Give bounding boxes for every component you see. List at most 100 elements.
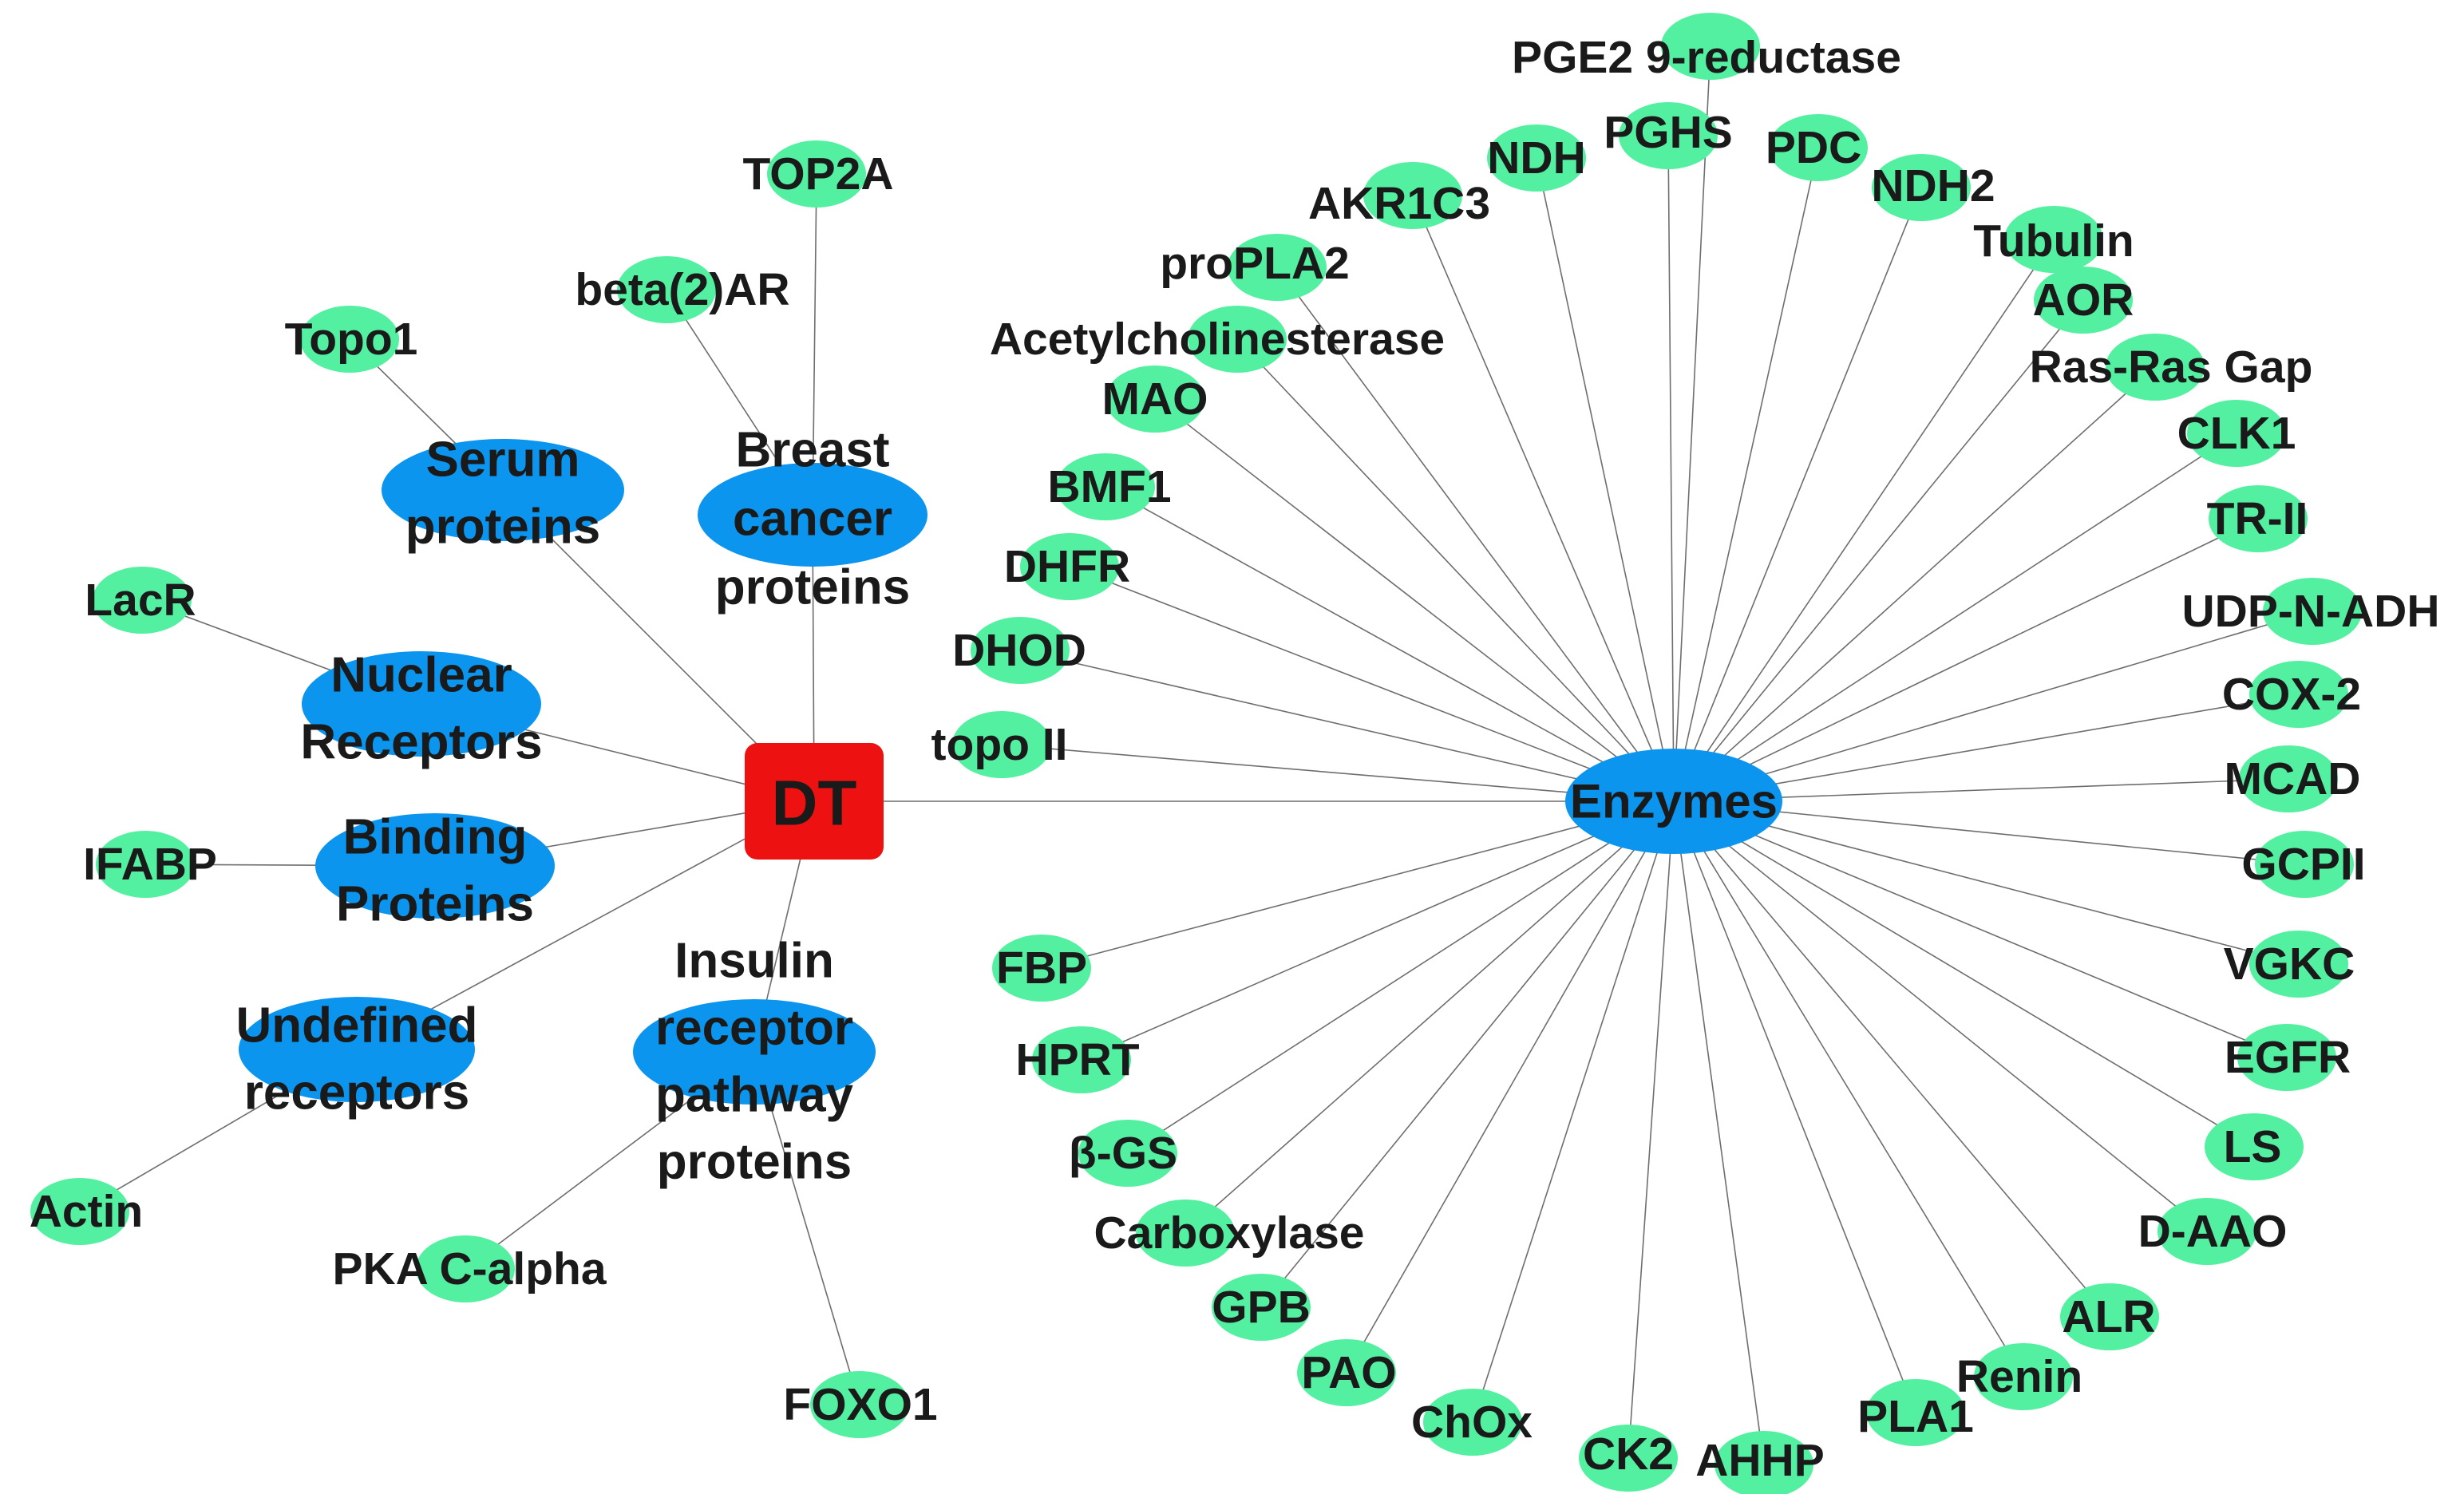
node-egfr[interactable]: EGFR xyxy=(2225,1024,2351,1091)
node-alr[interactable]: ALR xyxy=(2060,1283,2159,1350)
node-rasgap[interactable]: Ras-Ras Gap xyxy=(2030,334,2313,401)
node-mcad[interactable]: MCAD xyxy=(2225,745,2361,812)
node-pka[interactable]: PKA C-alpha xyxy=(332,1235,607,1302)
node-trii-ellipse xyxy=(2209,485,2308,552)
node-pdc-label: PDC xyxy=(1766,122,1861,173)
edge-enzymes-bgs xyxy=(1127,800,1675,1154)
node-topo1-label: Topo1 xyxy=(285,314,418,365)
node-propla2-ellipse xyxy=(1228,234,1327,301)
node-ifabp[interactable]: IFABP xyxy=(83,831,217,898)
node-akr1c3[interactable]: AKR1C3 xyxy=(1308,162,1490,229)
node-pla1[interactable]: PLA1 xyxy=(1857,1379,1974,1446)
node-renin-ellipse xyxy=(1974,1343,2073,1410)
node-pao-label: PAO xyxy=(1301,1347,1396,1398)
node-actin[interactable]: Actin xyxy=(30,1178,144,1245)
edge-enzymes-dhfr xyxy=(1069,566,1675,802)
edge-enzymes-dhod xyxy=(1019,650,1675,802)
edge-enzymes-fbp xyxy=(1041,800,1675,969)
node-topoii[interactable]: topo II xyxy=(931,711,1068,778)
category-nuclear-ellipse xyxy=(302,651,541,757)
node-udp-ellipse xyxy=(2263,578,2362,645)
node-pghs-label: PGHS xyxy=(1604,107,1733,158)
node-ndh[interactable]: NDH xyxy=(1487,125,1586,192)
node-alr-label: ALR xyxy=(2062,1291,2155,1342)
node-hprt[interactable]: HPRT xyxy=(1015,1026,1140,1093)
node-bgs-ellipse xyxy=(1078,1120,1177,1187)
node-gpb-ellipse xyxy=(1212,1274,1311,1341)
edge-enzymes-propla2 xyxy=(1276,267,1675,802)
edge-enzymes-carbox xyxy=(1185,800,1675,1234)
node-aor[interactable]: AOR xyxy=(2033,267,2134,334)
node-daao[interactable]: D-AAO xyxy=(2138,1198,2288,1265)
node-trii[interactable]: TR-II xyxy=(2207,485,2308,552)
node-akr1c3-ellipse xyxy=(1363,162,1462,229)
hub-node-label: DT xyxy=(772,768,857,839)
node-ahhp-ellipse xyxy=(1715,1431,1813,1494)
node-topo1[interactable]: Topo1 xyxy=(285,306,418,373)
category-binding-label-line: Binding xyxy=(343,810,528,865)
node-ahhp[interactable]: AHHP xyxy=(1695,1431,1825,1494)
node-fbp-ellipse xyxy=(992,935,1091,1002)
node-udp[interactable]: UDP-N-ADH xyxy=(2182,578,2440,645)
node-bmf1[interactable]: BMF1 xyxy=(1047,453,1172,520)
edge-enzymes-renin xyxy=(1673,800,2024,1377)
node-dhod[interactable]: DHOD xyxy=(952,617,1086,684)
node-clk1-label: CLK1 xyxy=(2177,408,2296,459)
edge-enzymes-gpb xyxy=(1260,800,1675,1308)
node-ahhp-label: AHHP xyxy=(1695,1435,1825,1486)
node-chox-label: ChOx xyxy=(1411,1397,1533,1448)
node-ndh2[interactable]: NDH2 xyxy=(1871,154,1995,221)
node-pla1-label: PLA1 xyxy=(1857,1391,1974,1442)
node-topoii-label: topo II xyxy=(931,719,1068,770)
node-ache[interactable]: Acetylcholinesterase xyxy=(990,306,1445,373)
node-ache-ellipse xyxy=(1188,306,1287,373)
node-bgs[interactable]: β-GS xyxy=(1069,1120,1177,1187)
node-propla2[interactable]: proPLA2 xyxy=(1160,234,1350,301)
edge-enzymes-mao xyxy=(1154,398,1675,802)
node-beta2ar[interactable]: beta(2)AR xyxy=(575,256,790,323)
edge-enzymes-rasgap xyxy=(1673,366,2156,802)
node-ndh-label: NDH xyxy=(1487,132,1586,184)
hub-node-dt[interactable]: DT xyxy=(745,743,884,860)
node-cox2[interactable]: COX-2 xyxy=(2222,661,2361,728)
category-enzymes[interactable]: Enzymes xyxy=(1565,749,1782,854)
node-pdc[interactable]: PDC xyxy=(1766,114,1868,181)
node-carbox[interactable]: Carboxylase xyxy=(1094,1200,1365,1267)
edge-enzymes-pghs xyxy=(1667,135,1675,802)
node-mcad-label: MCAD xyxy=(2225,753,2361,804)
node-gpb[interactable]: GPB xyxy=(1212,1274,1311,1341)
node-gcpii[interactable]: GCPII xyxy=(2241,831,2366,898)
node-ls[interactable]: LS xyxy=(2205,1113,2304,1180)
node-bgs-label: β-GS xyxy=(1069,1128,1177,1179)
category-serum-label-line: proteins xyxy=(405,500,601,555)
node-pghs[interactable]: PGHS xyxy=(1604,102,1733,169)
category-enzymes-ellipse xyxy=(1565,749,1782,854)
node-ck2[interactable]: CK2 xyxy=(1579,1425,1678,1492)
category-insulin-label-line: proteins xyxy=(657,1135,852,1190)
node-clk1[interactable]: CLK1 xyxy=(2177,400,2296,467)
category-insulin-label-line: pathway xyxy=(655,1068,854,1123)
edge-enzymes-vgkc xyxy=(1673,800,2300,965)
node-renin[interactable]: Renin xyxy=(1956,1343,2082,1410)
node-dhfr[interactable]: DHFR xyxy=(1004,533,1130,600)
node-fbp[interactable]: FBP xyxy=(992,935,1091,1002)
node-top2a[interactable]: TOP2A xyxy=(742,140,894,208)
node-chox[interactable]: ChOx xyxy=(1411,1389,1533,1456)
node-pao[interactable]: PAO xyxy=(1297,1339,1397,1406)
node-vgkc[interactable]: VGKC xyxy=(2224,931,2355,998)
node-lacr[interactable]: LacR xyxy=(85,567,196,634)
node-pge2[interactable]: PGE2 9-reductase xyxy=(1512,13,1901,83)
node-foxo1[interactable]: FOXO1 xyxy=(783,1371,938,1438)
node-tubulin[interactable]: Tubulin xyxy=(1973,206,2134,273)
node-foxo1-ellipse xyxy=(810,1371,909,1438)
node-mao[interactable]: MAO xyxy=(1102,366,1208,433)
node-mao-ellipse xyxy=(1105,366,1204,433)
